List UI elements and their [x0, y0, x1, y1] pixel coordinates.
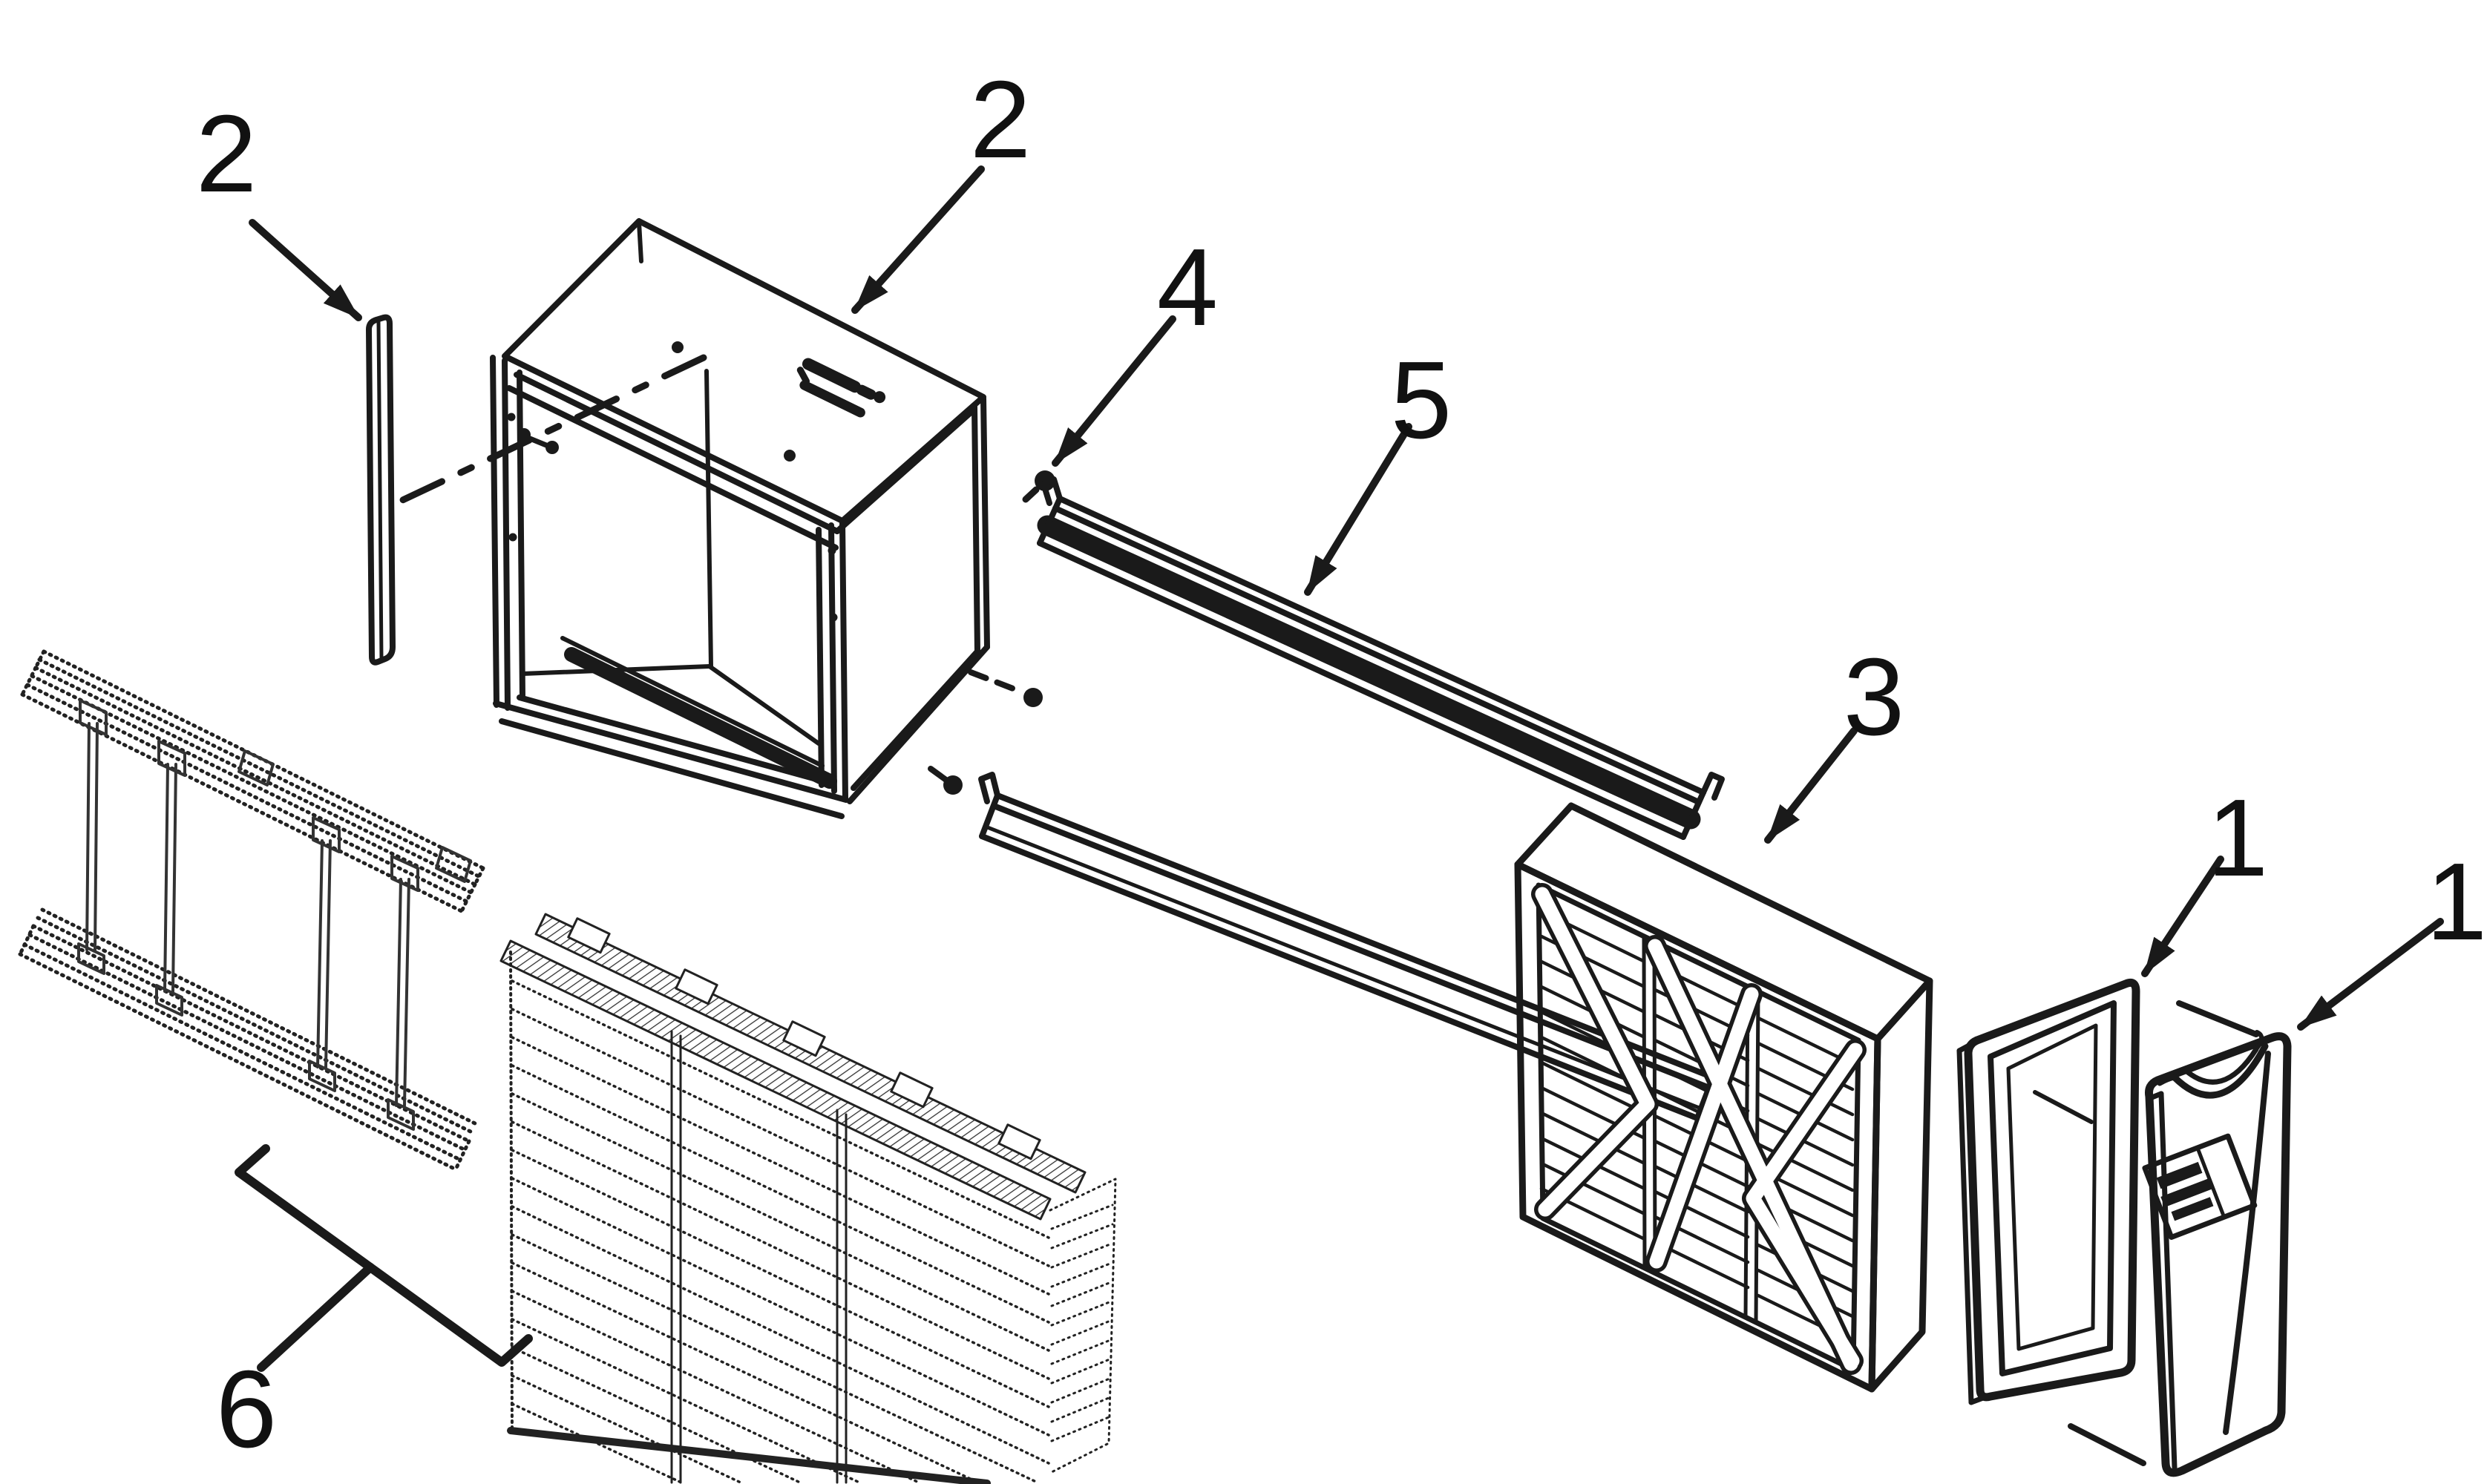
leader-arrow-4 — [1052, 315, 1176, 467]
upper-track — [1037, 476, 1725, 840]
door-badge — [2142, 1133, 2258, 1240]
brand-logo-mark — [796, 358, 886, 418]
group-bracket-6 — [235, 1144, 533, 1372]
motion-line-top — [2176, 1000, 2259, 1037]
leader-arrow-1-door — [2297, 918, 2444, 1031]
leader-arrow-5 — [1304, 423, 1412, 596]
leader-arrow-3 — [1764, 727, 1858, 844]
door-handle — [2157, 1030, 2269, 1099]
leader-arrow-2-left — [249, 219, 362, 321]
mounting-screw-mid — [968, 669, 1043, 707]
motion-line-bottom — [2068, 1423, 2146, 1466]
filter-cabinet — [490, 218, 990, 819]
mounting-screw-top — [1022, 470, 1055, 503]
leader-arrow-2-top — [851, 165, 985, 314]
callout-1-gasket: 1 — [2207, 777, 2268, 899]
callout-2-top: 2 — [970, 59, 1031, 181]
callout-6: 6 — [216, 1348, 277, 1471]
placement-leader-dashed — [393, 354, 707, 507]
media-seams — [670, 1030, 848, 1484]
media-side-pleats — [1049, 1178, 1117, 1474]
filter-braces — [1531, 883, 1867, 1375]
hanging-frame — [18, 649, 485, 1172]
callout-3: 3 — [1844, 636, 1904, 758]
callout-2-left: 2 — [196, 93, 257, 215]
leader-arrow-1-gasket — [2141, 856, 2224, 977]
door-seam — [2223, 1051, 2271, 1435]
pleated-media — [499, 913, 1117, 1484]
callout-1-door: 1 — [2426, 841, 2487, 963]
media-pleats — [511, 979, 1050, 1484]
media-filter-cartridge — [1514, 802, 1933, 1393]
frame-posts — [77, 699, 472, 1131]
gasket-reflection-line — [2033, 1090, 2094, 1124]
gasket-frame — [1956, 978, 2140, 1405]
callout-5: 5 — [1391, 339, 1452, 462]
access-door — [2068, 1000, 2292, 1477]
callout-labels: 2 2 4 5 3 1 1 6 — [196, 59, 2487, 1471]
callout-4: 4 — [1157, 226, 1218, 349]
media-clips — [567, 917, 1041, 1160]
leader-arrows — [249, 165, 2444, 1031]
side-seal-strip — [366, 314, 396, 666]
mounting-screw-bottom — [928, 766, 963, 795]
